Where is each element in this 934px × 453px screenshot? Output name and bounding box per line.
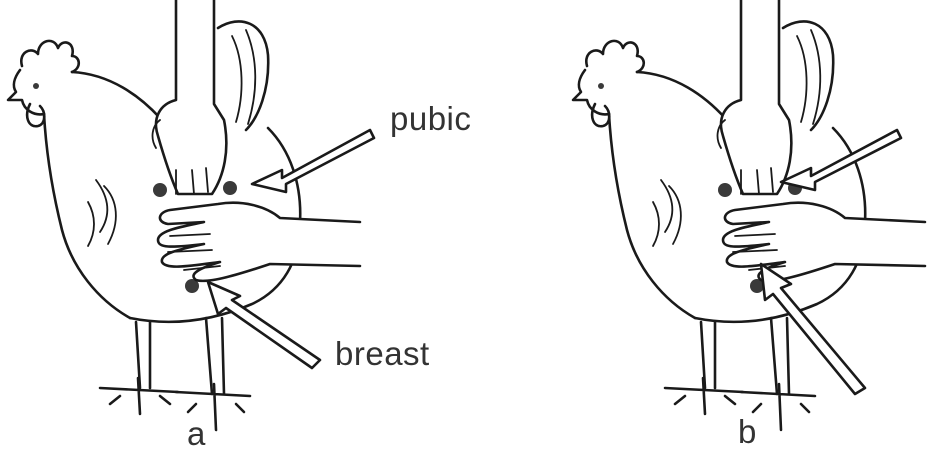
panel-b-label: b xyxy=(738,413,757,451)
breast-label: breast xyxy=(335,335,430,373)
breast-arrow-icon xyxy=(208,282,320,368)
pubic-arrow-icon xyxy=(252,130,374,192)
hen-panel-a xyxy=(8,0,374,430)
hen-panel-b xyxy=(573,0,925,430)
pubic-label: pubic xyxy=(390,100,471,138)
panel-a-label: a xyxy=(187,415,206,453)
